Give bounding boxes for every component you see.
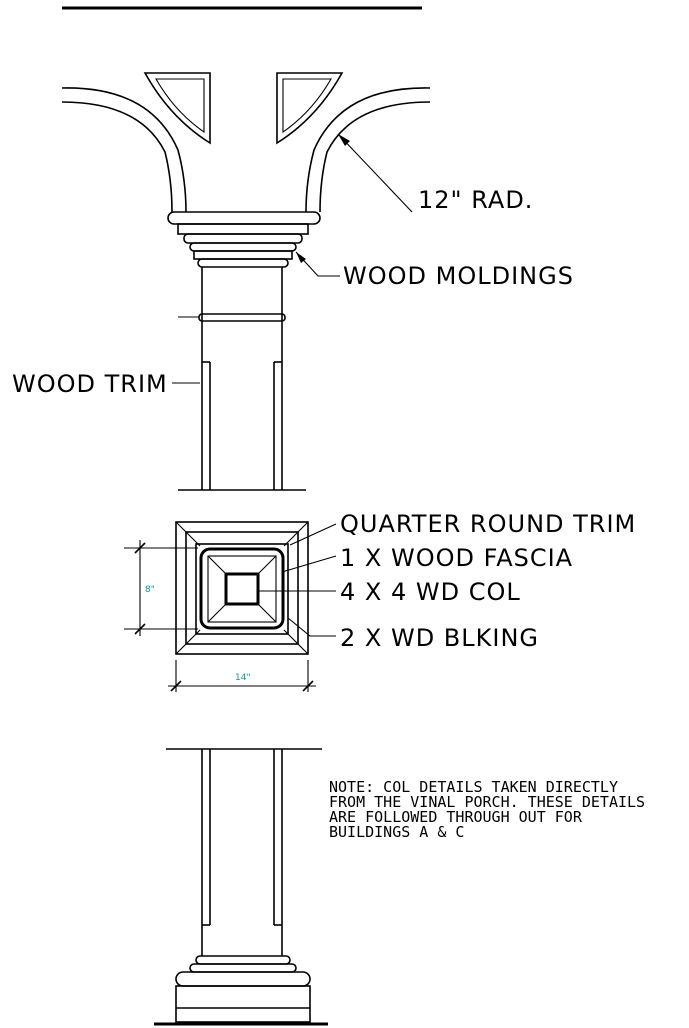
radius-label: 12" RAD.: [418, 186, 533, 214]
wood-fascia-label: 1 X WOOD FASCIA: [340, 544, 573, 572]
quarter-round-trim-label: QUARTER ROUND TRIM: [340, 510, 636, 538]
note-block: NOTE: COL DETAILS TAKEN DIRECTLY FROM TH…: [329, 778, 645, 841]
radius-leader: [337, 133, 413, 213]
wood-trim-label: WOOD TRIM: [12, 370, 168, 398]
wood-moldings-label: WOOD MOLDINGS: [343, 262, 574, 290]
note-line: FROM THE VINAL PORCH. THESE DETAILS: [329, 793, 645, 811]
column-plan-section: [175, 521, 309, 655]
arch-right: [305, 87, 431, 213]
width-dimension: [168, 660, 316, 692]
note-line: ARE FOLLOWED THROUGH OUT FOR: [329, 808, 583, 826]
capital-moldings: [167, 211, 321, 268]
wood-moldings-leader: [295, 251, 340, 277]
height-dimension: [124, 540, 198, 636]
plan-leaders: [258, 523, 337, 637]
spandrel-right: [276, 72, 344, 145]
height-dimension-label: 8": [145, 585, 155, 595]
note-line: BUILDINGS A & C: [329, 823, 464, 841]
upper-shaft: [178, 267, 306, 491]
wd-col-label: 4 X 4 WD COL: [340, 578, 521, 606]
spandrel-left: [143, 72, 211, 145]
width-dimension-label: 14": [235, 673, 251, 683]
lower-shaft: [166, 748, 322, 956]
arch-left: [61, 87, 187, 213]
column-base: [154, 955, 328, 1026]
note-line: NOTE: COL DETAILS TAKEN DIRECTLY: [329, 778, 618, 796]
wd-blking-label: 2 X WD BLKING: [340, 624, 539, 652]
